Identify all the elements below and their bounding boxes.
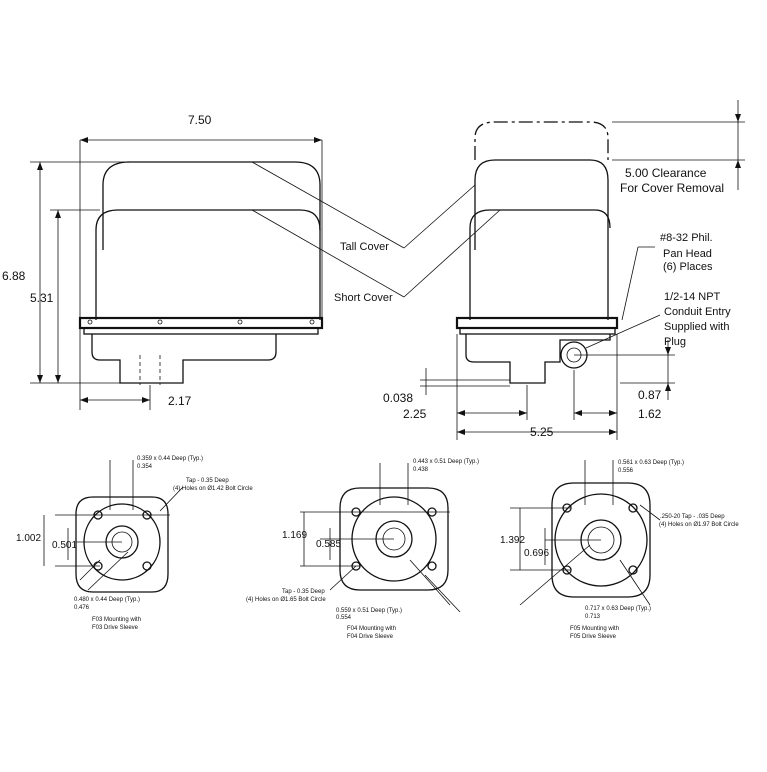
- screw-note-3: (6) Places: [663, 261, 713, 273]
- f04-flange-outline: [339, 487, 449, 591]
- f05-tap-note-2: (4) Holes on Ø1.97 Bolt Circle: [659, 522, 739, 528]
- f03-tap-note-2: (4) Holes on Ø1.42 Bolt Circle: [173, 486, 253, 492]
- tall-cover-outline: [102, 161, 321, 320]
- f04-caption-2: F04 Drive Sleeve: [347, 634, 394, 640]
- f04-mounting-view: 0.443 x 0.51 Deep (Typ.) 0.438 1.169 0.5…: [246, 459, 479, 640]
- right-base-flange: [455, 316, 619, 330]
- right-base-housing: [465, 334, 611, 384]
- f04-caption-1: F04 Mounting with: [347, 626, 396, 632]
- dim-width-7-50: 7.50: [188, 113, 212, 127]
- f05-tap-note-1: .250-20 Tap - .035 Deep: [660, 514, 725, 520]
- f05-top-note-2: 0.556: [618, 468, 634, 474]
- f04-bottom-note-2: 0.554: [336, 615, 352, 621]
- gasket-line: [83, 327, 319, 335]
- f04-dim-b: 0.585: [316, 539, 341, 550]
- dim-0-87: 0.87: [638, 388, 662, 402]
- dim-0-038: 0.038: [383, 391, 413, 405]
- dim-height-6-88: 6.88: [2, 269, 26, 283]
- label-tall-cover: Tall Cover: [340, 241, 389, 253]
- f05-bottom-note-1: 0.717 x 0.63 Deep (Typ.): [585, 606, 651, 612]
- conduit-note-1: 1/2-14 NPT: [664, 291, 721, 303]
- screw-note-2: Pan Head: [663, 248, 712, 260]
- f03-tap-note-1: Tap - 0.35 Deep: [186, 478, 229, 484]
- f03-caption-1: F03 Mounting with: [92, 617, 141, 623]
- conduit-note-3: Supplied with: [664, 321, 729, 333]
- f05-bottom-note-2: 0.713: [585, 614, 601, 620]
- f05-dim-a: 1.392: [500, 535, 525, 546]
- base-flange: [78, 316, 324, 330]
- f05-flange-outline: [551, 482, 651, 598]
- f03-caption-2: F03 Drive Sleeve: [92, 625, 139, 631]
- f04-dim-a: 1.169: [282, 530, 307, 541]
- right-elevation-view: 5.00 Clearance For Cover Removal Tall Co…: [251, 100, 745, 440]
- f04-top-note-2: 0.438: [413, 467, 429, 473]
- f05-caption-1: F05 Mounting with: [570, 626, 619, 632]
- f05-dim-b: 0.696: [524, 548, 549, 559]
- f04-tap-note-2: (4) Holes on Ø1.65 Bolt Circle: [246, 597, 326, 603]
- dim-1-62: 1.62: [638, 407, 662, 421]
- f03-flange-outline: [75, 496, 169, 593]
- conduit-note-2: Conduit Entry: [664, 306, 731, 318]
- f03-bottom-note-2: 0.476: [74, 605, 90, 611]
- f03-bottom-note-1: 0.480 x 0.44 Deep (Typ.): [74, 597, 140, 603]
- f03-dim-b: 0.501: [52, 540, 77, 551]
- short-cover-side: [469, 209, 611, 320]
- clearance-line-1: 5.00 Clearance: [625, 166, 707, 180]
- f05-mounting-view: 0.561 x 0.63 Deep (Typ.) 0.556 .250-20 T…: [500, 460, 739, 640]
- dim-offset-2-17: 2.17: [168, 394, 192, 408]
- f03-top-note-1: 0.359 x 0.44 Deep (Typ.): [137, 456, 203, 462]
- f04-tap-note-1: Tap - 0.35 Deep: [282, 589, 325, 595]
- dim-5-25: 5.25: [530, 425, 554, 439]
- f03-mounting-view: 0.359 x 0.44 Deep (Typ.) 0.354 Tap - 0.3…: [16, 456, 253, 631]
- label-short-cover: Short Cover: [334, 292, 393, 304]
- f04-top-note-1: 0.443 x 0.51 Deep (Typ.): [413, 459, 479, 465]
- clearance-line-2: For Cover Removal: [620, 181, 724, 195]
- f03-dim-a: 1.002: [16, 533, 41, 544]
- short-cover-outline: [95, 209, 321, 320]
- dim-2-25: 2.25: [403, 407, 427, 421]
- conduit-note-4: Plug: [664, 336, 686, 348]
- dim-height-5-31: 5.31: [30, 291, 54, 305]
- left-elevation-view: 7.50 6.88 5.31 2.17: [2, 113, 324, 410]
- tall-cover-side: [474, 159, 609, 320]
- f03-top-note-2: 0.354: [137, 464, 153, 470]
- cover-removal-outline: [474, 121, 609, 160]
- f04-bottom-note-1: 0.559 x 0.51 Deep (Typ.): [336, 608, 402, 614]
- screw-note-1: #8-32 Phil.: [660, 232, 713, 244]
- f05-caption-2: F05 Drive Sleeve: [570, 634, 617, 640]
- f05-top-note-1: 0.561 x 0.63 Deep (Typ.): [618, 460, 684, 466]
- base-housing: [91, 334, 277, 384]
